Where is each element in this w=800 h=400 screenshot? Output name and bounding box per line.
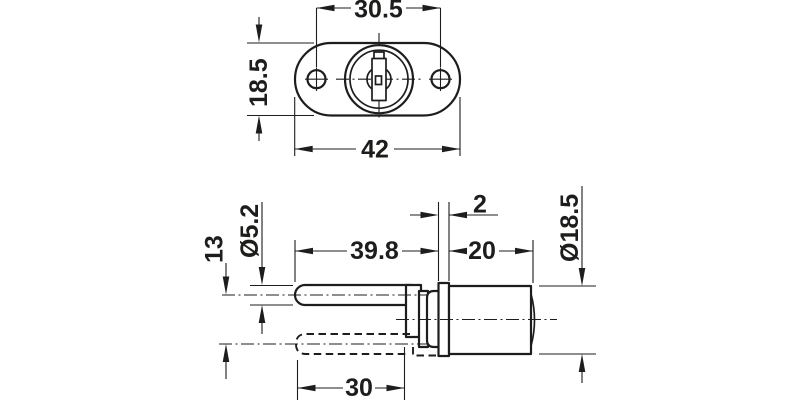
cylinder-collar xyxy=(425,289,441,349)
arrow-right-icon xyxy=(515,247,533,255)
arrow-up-icon xyxy=(258,305,266,323)
arrow-right-icon xyxy=(442,145,460,153)
screw-hole-crosshairs xyxy=(305,67,452,91)
dim-body-diameter: Ø18.5 xyxy=(539,186,596,383)
dim-label-pin-offset: 13 xyxy=(201,235,229,263)
dim-plate-width: 42 xyxy=(294,97,461,164)
dim-body-length: 20 xyxy=(449,237,534,283)
arrow-left-icon xyxy=(294,145,313,153)
dim-hole-spacing: 30.5 xyxy=(315,0,442,67)
dim-plate-width-extension-lines xyxy=(294,97,461,156)
dim-label-plate-width: 42 xyxy=(361,136,389,164)
arrow-up-icon xyxy=(222,344,230,362)
dim-hole-spacing-extension-lines xyxy=(315,8,442,67)
side-view: 13 Ø5.2 39.8 20 xyxy=(201,186,596,400)
dim-body-diameter-extension-lines xyxy=(539,285,596,355)
dim-pin-offset: 13 xyxy=(201,235,230,379)
arrow-down-icon xyxy=(258,267,266,285)
arrow-right-icon xyxy=(420,211,439,219)
dim-label-body-diameter: Ø18.5 xyxy=(556,194,584,262)
arrow-left-icon xyxy=(316,4,335,12)
keyhole xyxy=(371,51,387,102)
arrow-left-icon xyxy=(297,384,316,392)
arrow-up-icon xyxy=(578,354,586,372)
dim-label-pin-length: 39.8 xyxy=(350,237,399,265)
hidden-plate-step xyxy=(412,347,437,357)
arrow-down-icon xyxy=(578,268,586,286)
dim-flange-width: 2 xyxy=(410,191,498,219)
arrow-down-icon xyxy=(255,24,263,43)
arrow-left-icon xyxy=(295,247,313,255)
dim-label-plate-height: 18.5 xyxy=(245,58,273,107)
dim-plate-height-extension-lines xyxy=(247,42,314,117)
dim-label-body-length: 20 xyxy=(468,237,496,265)
keyhole-notch xyxy=(374,75,383,86)
dim-label-flange-width: 2 xyxy=(473,191,487,219)
arrow-up-icon xyxy=(255,115,263,134)
dim-hidden-pin-length-extension-lines xyxy=(296,347,406,400)
arrow-down-icon xyxy=(222,276,230,295)
keyhole-slot xyxy=(371,57,387,102)
flange-extension-lines xyxy=(437,202,450,281)
dim-plate-height: 18.5 xyxy=(245,17,314,141)
dim-label-hidden-pin-length: 30 xyxy=(345,374,373,400)
arrow-right-icon xyxy=(420,247,439,255)
arrow-right-icon xyxy=(386,384,405,392)
dim-pin-diameter-extension-lines xyxy=(250,284,293,306)
arrow-right-icon xyxy=(422,4,441,12)
dim-pin-length: 39.8 xyxy=(294,202,450,282)
dim-pin-diameter: Ø5.2 xyxy=(236,202,293,334)
dim-label-hole-spacing: 30.5 xyxy=(354,0,403,24)
arrow-left-icon xyxy=(449,211,467,219)
arrow-left-icon xyxy=(449,247,467,255)
top-view: 30.5 18.5 42 xyxy=(245,0,462,164)
dim-label-pin-diameter: Ø5.2 xyxy=(236,204,264,258)
dim-hidden-pin-length: 30 xyxy=(296,347,406,400)
